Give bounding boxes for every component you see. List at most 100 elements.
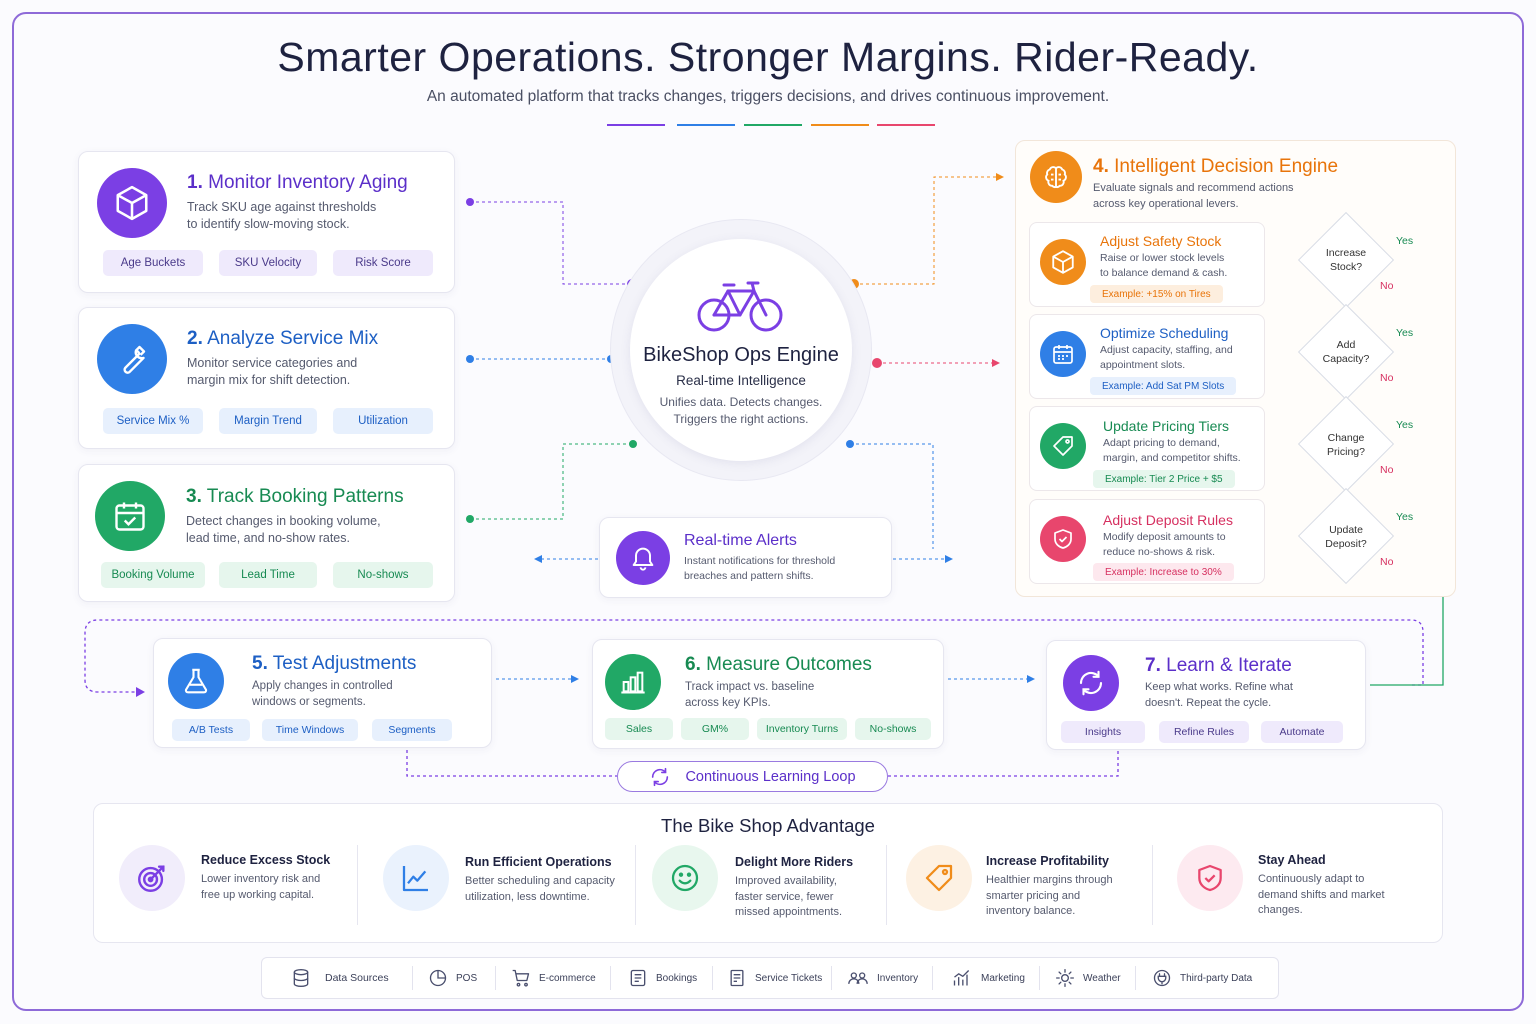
divider (1152, 845, 1153, 925)
learn-iterate-card[interactable]: 7. Learn & Iterate Keep what works. Refi… (1046, 640, 1366, 750)
loop-label: Continuous Learning Loop (685, 768, 856, 785)
target-icon (119, 845, 185, 911)
analyze-service-card[interactable]: 2. Analyze Service Mix Monitor service c… (78, 307, 455, 449)
metric-pill: Refine Rules (1159, 721, 1249, 743)
source-bookings[interactable]: Bookings (628, 968, 697, 988)
action-scheduling[interactable]: Optimize Scheduling Adjust capacity, sta… (1029, 314, 1265, 399)
source-label: POS (456, 972, 478, 984)
source-ecommerce[interactable]: E-commerce (511, 968, 596, 988)
advantage-title: The Bike Shop Advantage (661, 815, 875, 836)
accent-line (607, 124, 665, 126)
metric-pill: No-shows (333, 562, 433, 588)
source-marketing[interactable]: Marketing (951, 968, 1025, 988)
card-title: 6. Measure Outcomes (685, 654, 872, 675)
no-label: No (1380, 556, 1394, 568)
metric-pill: No-shows (855, 718, 931, 740)
yes-label: Yes (1396, 419, 1414, 431)
source-third-party[interactable]: Third-party Data (1152, 968, 1252, 988)
metric-pill: Insights (1061, 721, 1145, 743)
book-icon (630, 969, 646, 987)
brain-icon (1030, 151, 1082, 203)
source-label: E-commerce (539, 972, 596, 984)
metric-pill: Margin Trend (219, 408, 317, 434)
source-label: Weather (1083, 972, 1121, 984)
divider (357, 845, 358, 925)
smile-icon (652, 845, 718, 911)
no-label: No (1380, 280, 1394, 292)
metric-pill: Inventory Turns (757, 718, 847, 740)
action-title: Optimize Scheduling (1100, 325, 1229, 341)
source-pos[interactable]: POS (428, 968, 477, 988)
action-example: Example: Increase to 30% (1093, 563, 1234, 581)
bell-icon (616, 531, 670, 585)
database-icon (293, 969, 309, 988)
accent-line (677, 124, 735, 126)
card-title: 1. Monitor Inventory Aging (187, 172, 408, 193)
divider (932, 966, 933, 990)
action-title: Adjust Deposit Rules (1103, 512, 1233, 528)
engine-description: Unifies data. Detects changes.Triggers t… (659, 395, 823, 426)
action-safety-stock[interactable]: Adjust Safety Stock Raise or lower stock… (1029, 222, 1265, 307)
advantage-item-title: Reduce Excess Stock (201, 853, 331, 867)
continuous-loop-button[interactable]: Continuous Learning Loop (617, 761, 888, 792)
metric-pill: Age Buckets (103, 250, 203, 276)
action-pricing[interactable]: Update Pricing Tiers Adapt pricing to de… (1029, 406, 1265, 491)
test-adjustments-card[interactable]: 5. Test Adjustments Apply changes in con… (153, 638, 492, 748)
advantage-item-title: Stay Ahead (1258, 853, 1326, 867)
metric-pill: Utilization (333, 408, 433, 434)
action-example: Example: Tier 2 Price + $5 (1093, 470, 1235, 488)
refresh-icon (1063, 655, 1119, 711)
metric-pill: Booking Volume (101, 562, 205, 588)
metric-pill: Sales (605, 718, 673, 740)
accent-line (811, 124, 869, 126)
divider (412, 966, 413, 990)
plug-icon (1153, 969, 1171, 987)
source-label: Bookings (656, 972, 698, 984)
divider (610, 966, 611, 990)
advantage-item-title: Increase Profitability (986, 854, 1109, 868)
shield-check-icon (1177, 845, 1243, 911)
decision-title: 4. Intelligent Decision Engine (1093, 156, 1339, 177)
bar-chart-icon (605, 654, 661, 710)
page-subtitle: An automated platform that tracks change… (426, 88, 1110, 105)
divider (831, 966, 832, 990)
metric-pill: Lead Time (219, 562, 317, 588)
divider (495, 966, 496, 990)
divider (1039, 966, 1040, 990)
tag-icon (1040, 423, 1086, 469)
action-deposit[interactable]: Adjust Deposit Rules Modify deposit amou… (1029, 499, 1265, 584)
box-icon (97, 168, 167, 238)
source-inventory[interactable]: Inventory (847, 968, 918, 988)
inventory-icon (848, 972, 868, 984)
source-data-sources[interactable]: Data Sources (291, 968, 389, 988)
divider (1135, 966, 1136, 990)
source-service-tickets[interactable]: Service Tickets (727, 968, 822, 988)
metric-pill: GM% (681, 718, 749, 740)
realtime-alerts-card[interactable]: Real-time Alerts Instant notifications f… (599, 517, 892, 598)
booking-patterns-card[interactable]: 3. Track Booking Patterns Detect changes… (78, 464, 455, 602)
card-title: 3. Track Booking Patterns (186, 486, 404, 507)
metric-pill: Service Mix % (103, 408, 203, 434)
alerts-title: Real-time Alerts (684, 532, 797, 549)
engine-hub[interactable] (630, 239, 852, 461)
calendar-icon (95, 481, 165, 551)
source-weather[interactable]: Weather (1055, 968, 1121, 988)
metric-pill: Segments (372, 719, 452, 741)
monitor-inventory-card[interactable]: 1. Monitor Inventory Aging Track SKU age… (78, 151, 455, 293)
measure-outcomes-card[interactable]: 6. Measure Outcomes Track impact vs. bas… (592, 639, 944, 749)
accent-line (877, 124, 935, 126)
marketing-icon (953, 970, 970, 986)
metric-pill: Risk Score (333, 250, 433, 276)
yes-label: Yes (1396, 327, 1414, 339)
engine-subtitle: Real-time Intelligence (676, 373, 806, 388)
